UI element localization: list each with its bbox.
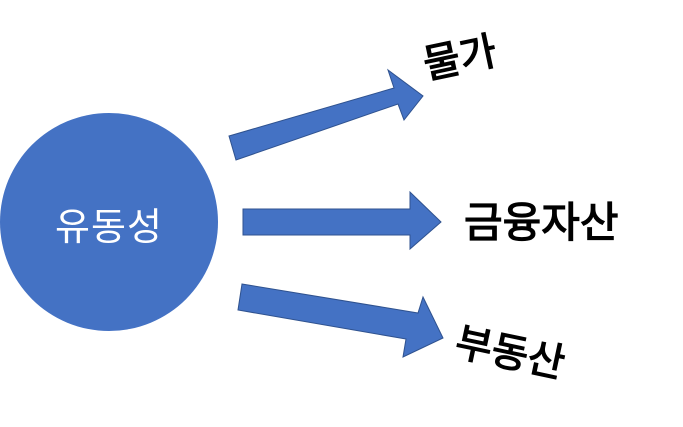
liquidity-label: 유동성 bbox=[55, 204, 163, 249]
arrow-to-financial-assets bbox=[242, 190, 442, 251]
arrow-to-real-estate bbox=[237, 283, 444, 358]
arrow-to-prices bbox=[228, 68, 424, 161]
financial-assets-label: 금융자산 bbox=[464, 198, 619, 247]
liquidity-node: 유동성 bbox=[0, 113, 218, 331]
